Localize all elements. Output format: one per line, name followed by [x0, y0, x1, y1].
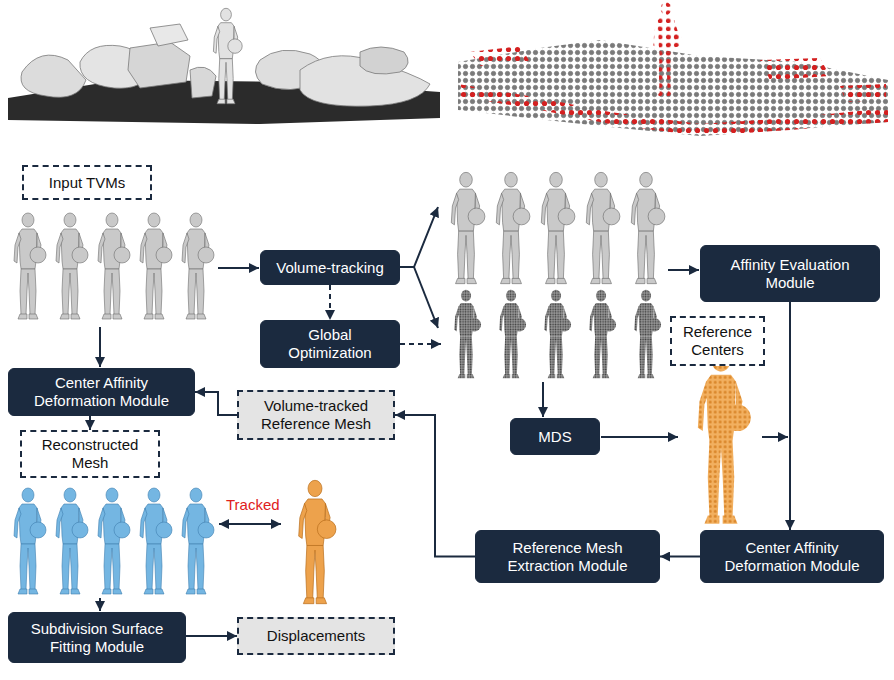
node-text: Input TVMs: [49, 174, 125, 192]
scene-mesh: [8, 8, 440, 124]
node-text: Reconstructed Mesh: [28, 436, 152, 472]
figure-arrows: [100, 207, 788, 611]
process-box: Subdivision Surface Fitting Module: [8, 612, 186, 663]
node-text: Displacements: [267, 627, 365, 645]
center-point-figures: [454, 290, 661, 379]
process-box: Center Affinity Deformation Module: [700, 530, 884, 583]
reference-center-figure: [698, 348, 751, 523]
process-box: Global Optimization: [260, 320, 400, 368]
connector: [395, 415, 475, 557]
input-figures: [14, 213, 214, 319]
process-box: Reference Mesh Extraction Module: [475, 530, 660, 583]
node-text: Reference Mesh Extraction Module: [482, 539, 653, 575]
connector: [89, 416, 91, 430]
reference-mesh-figure: [299, 480, 336, 603]
node-text: Reference Centers: [678, 323, 757, 359]
node-text: Affinity Evaluation Module: [707, 256, 873, 292]
node-text: Volume-tracked Reference Mesh: [245, 397, 387, 433]
node-text: Global Optimization: [267, 326, 393, 362]
node-text: Center Affinity Deformation Module: [15, 374, 188, 410]
process-box: MDS: [510, 418, 600, 455]
scene-person: [213, 8, 242, 103]
node-text: MDS: [538, 428, 571, 446]
connector: [186, 635, 237, 637]
connector: [329, 285, 331, 320]
process-box: Center Affinity Deformation Module: [8, 368, 195, 416]
node-text: Center Affinity Deformation Module: [707, 539, 877, 575]
data-label-box: Input TVMs: [22, 165, 152, 200]
point-cloud-person: [653, 2, 682, 97]
node-text: Volume-tracking: [276, 259, 384, 277]
data-box: Displacements: [237, 617, 395, 655]
data-label-box: Reference Centers: [670, 316, 765, 366]
process-box: Affinity Evaluation Module: [700, 245, 880, 302]
connector: [195, 392, 237, 415]
connector: [789, 302, 791, 530]
callout-label: Tracked: [226, 496, 280, 514]
node-text: Subdivision Surface Fitting Module: [15, 620, 179, 656]
process-box: Volume-tracking: [260, 250, 400, 285]
tracked-mesh-figures: [451, 172, 665, 283]
data-label-box: Reconstructed Mesh: [20, 430, 160, 478]
data-box: Volume-tracked Reference Mesh: [237, 390, 395, 440]
connector: [660, 556, 700, 558]
reconstructed-figures: [14, 488, 214, 594]
point-cloud: [458, 2, 888, 136]
